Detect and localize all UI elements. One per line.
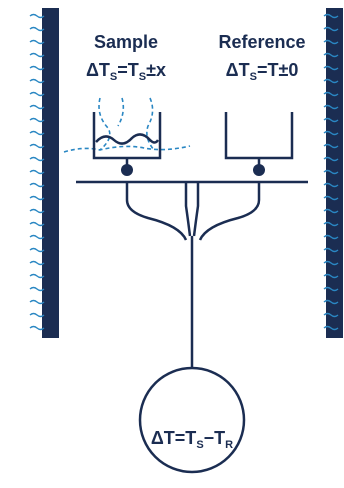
right-heat-wave — [323, 26, 339, 32]
sample-heat-plume — [63, 97, 191, 153]
right-heat-wave — [323, 104, 339, 110]
left-heat-wave — [29, 78, 45, 84]
sample-formula: ΔTS=TS±x — [86, 60, 166, 83]
right-heat-wave — [323, 260, 339, 266]
left-heat-wave — [29, 286, 45, 292]
right-heat-wave — [323, 273, 339, 279]
left-heat-wave — [29, 26, 45, 32]
sample-title: Sample — [94, 32, 158, 52]
left-heat-wave — [29, 273, 45, 279]
left-heat-wave — [29, 143, 45, 149]
left-heat-wave — [29, 39, 45, 45]
left-heat-wave — [29, 13, 45, 19]
left-heat-wave — [29, 104, 45, 110]
right-heat-wave — [323, 78, 339, 84]
right-heat-wave — [323, 13, 339, 19]
left-heat-wave — [29, 91, 45, 97]
right-heat-wave — [323, 247, 339, 253]
sample-pan — [92, 112, 162, 160]
right-heat-wave — [323, 312, 339, 318]
thermocouple-wires — [125, 182, 261, 372]
left-heat-wave — [29, 117, 45, 123]
right-heat-wave — [323, 65, 339, 71]
right-heat-wave — [323, 156, 339, 162]
left-heat-waves — [29, 13, 45, 331]
right-heat-wave — [323, 325, 339, 331]
left-heat-wave — [29, 130, 45, 136]
right-heat-wave — [323, 182, 339, 188]
left-heat-wave — [29, 299, 45, 305]
left-heat-wave — [29, 312, 45, 318]
right-heat-wave — [323, 52, 339, 58]
right-heat-wave — [323, 299, 339, 305]
left-heat-wave — [29, 65, 45, 71]
right-heat-waves — [323, 13, 339, 331]
sample-thermocouple-dot — [121, 164, 133, 176]
right-heat-wave — [323, 221, 339, 227]
right-heat-wave — [323, 130, 339, 136]
left-heat-wave — [29, 234, 45, 240]
right-heat-wave — [323, 286, 339, 292]
right-heat-wave — [323, 39, 339, 45]
left-heat-wave — [29, 195, 45, 201]
temperature-difference-meter — [138, 366, 246, 474]
left-heat-wave — [29, 260, 45, 266]
right-heat-wave — [323, 143, 339, 149]
reference-formula: ΔTS=T±0 — [226, 60, 299, 83]
left-heat-wave — [29, 247, 45, 253]
right-heat-wave — [323, 234, 339, 240]
left-heat-wave — [29, 221, 45, 227]
right-heat-wave — [323, 169, 339, 175]
left-heat-wave — [29, 208, 45, 214]
left-heat-wave — [29, 182, 45, 188]
left-heat-wave — [29, 169, 45, 175]
reference-pan — [224, 112, 294, 160]
reference-title: Reference — [218, 32, 305, 52]
left-furnace-wall — [42, 8, 59, 338]
right-heat-wave — [323, 195, 339, 201]
right-heat-wave — [323, 117, 339, 123]
reference-thermocouple-dot — [253, 164, 265, 176]
meter-formula: ΔT=TS−TR — [151, 428, 233, 451]
left-heat-wave — [29, 52, 45, 58]
left-heat-wave — [29, 156, 45, 162]
left-heat-wave — [29, 325, 45, 331]
right-heat-wave — [323, 208, 339, 214]
right-heat-wave — [323, 91, 339, 97]
sample-material — [95, 133, 160, 145]
